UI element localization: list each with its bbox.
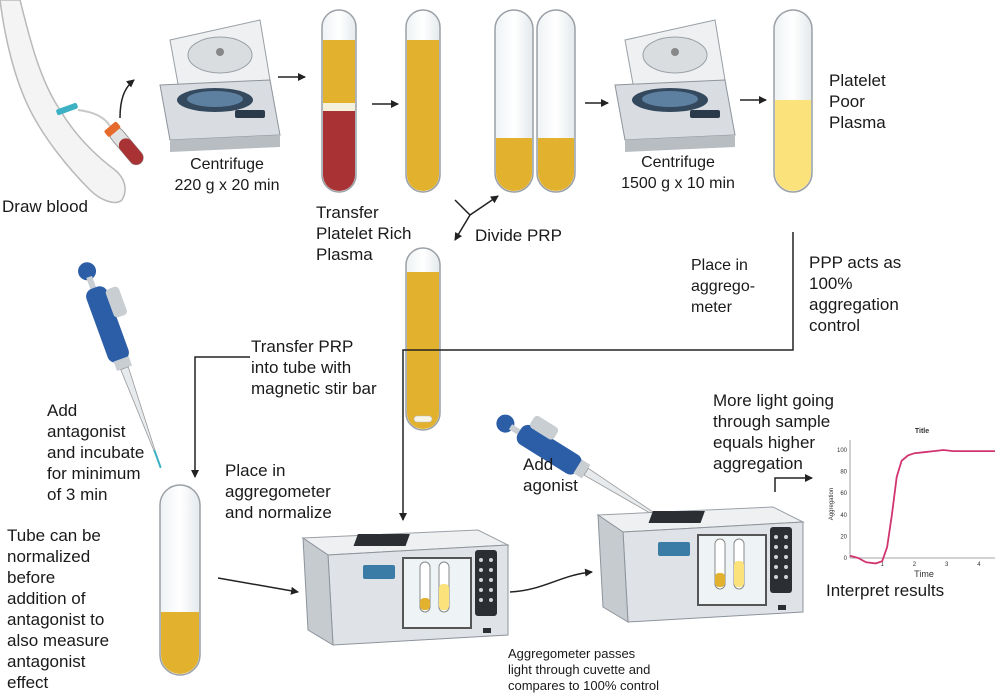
label-tube-normalized: Tube can be normalized before addition o… <box>7 526 110 692</box>
flow-arrows <box>119 73 813 595</box>
label-centrifuge-1: Centrifuge 220 g x 20 min <box>174 156 280 194</box>
arrow-aggregometer-to-aggregometer2 <box>509 568 593 593</box>
aggregometer-1-illustration <box>301 529 510 646</box>
arrow-prp-divide-down <box>454 214 471 241</box>
label-ppp: Platelet Poor Plasma <box>829 71 886 132</box>
x-tick-label: 2 <box>913 562 917 568</box>
label-draw-blood: Draw blood <box>2 197 88 216</box>
label-aggregometer-passes: Aggregometer passes light through cuvett… <box>508 646 660 693</box>
tube-whole-blood <box>321 9 357 193</box>
label-more-light: More light going through sample equals h… <box>713 391 834 473</box>
arrow-ppp-to-aggregometer <box>399 232 794 521</box>
arrow-to-chart <box>774 474 813 492</box>
tube-ppp <box>773 9 813 193</box>
aggregation-chart: 0 20 40 60 80 100 1 2 3 4 Aggregation Time Title <box>829 428 995 579</box>
y-tick-label: 100 <box>837 448 848 454</box>
y-tick-label: 40 <box>840 513 847 519</box>
x-tick-label: 1 <box>881 562 885 568</box>
centrifuge-1-illustration <box>159 19 281 152</box>
x-tick-label: 4 <box>977 562 981 568</box>
tube-stir-bar <box>405 247 441 431</box>
label-interpret: Interpret results <box>826 581 945 600</box>
label-transfer-prp-stir: Transfer PRP into tube with magnetic sti… <box>251 337 377 398</box>
label-add-antagonist: Add antagonist and incubate for minimum … <box>47 401 145 504</box>
label-transfer-prp: Transfer Platelet Rich Plasma <box>316 203 412 264</box>
tube-divided-b <box>536 9 576 193</box>
label-centrifuge-2: Centrifuge 1500 g x 10 min <box>621 154 735 192</box>
arrow-prp-to-antagonist-tube <box>191 356 250 478</box>
arrow-prp-divide-up <box>454 195 499 216</box>
label-divide-prp: Divide PRP <box>475 226 562 245</box>
label-place-normalize: Place in aggregometer and normalize <box>225 461 332 522</box>
tube-divided-a <box>494 9 534 193</box>
arm-illustration <box>0 0 144 204</box>
label-add-agonist: Add agonist <box>523 455 578 495</box>
pipette-1-illustration <box>78 262 162 469</box>
aggregometer-2-illustration <box>596 506 805 623</box>
y-tick-label: 60 <box>840 491 847 497</box>
tube-antagonist <box>159 484 201 676</box>
arrow-antagonist-to-aggregometer <box>217 577 299 595</box>
tube-prp <box>405 9 441 193</box>
arrow-blood-to-centrifuge <box>119 79 135 119</box>
y-tick-label: 80 <box>840 470 847 476</box>
y-tick-label: 20 <box>840 534 847 540</box>
chart-xlabel: Time <box>914 569 934 579</box>
y-tick-label: 0 <box>844 556 848 562</box>
label-ppp-control: PPP acts as 100% aggregation control <box>809 253 902 335</box>
chart-title: Title <box>915 428 929 435</box>
centrifuge-2-illustration <box>614 19 736 152</box>
aggregation-curve <box>849 449 995 565</box>
label-place-in-aggregometer: Place in aggrego- meter <box>691 257 756 316</box>
x-tick-label: 3 <box>945 562 949 568</box>
chart-ylabel: Aggregation <box>829 488 835 520</box>
